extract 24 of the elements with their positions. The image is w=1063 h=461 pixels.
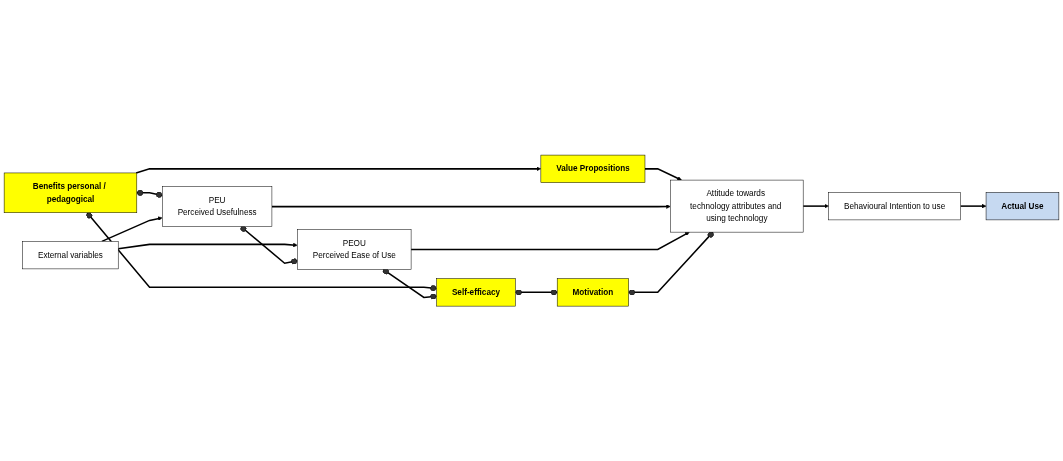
node-box: Actual Use <box>985 191 1060 221</box>
node-box: Behavioural Intention to use <box>828 191 961 221</box>
node-box: Value Propositions <box>540 154 646 183</box>
arrow <box>802 203 829 209</box>
arrow <box>410 231 690 251</box>
connector <box>136 189 164 198</box>
connector <box>86 211 438 292</box>
connector <box>514 289 558 296</box>
node-box: Attitude towards technology attributes and using technology <box>670 179 804 233</box>
connector <box>627 231 714 296</box>
arrow <box>271 204 671 209</box>
arrow <box>959 203 987 209</box>
connector <box>240 225 299 265</box>
arrow <box>117 242 298 250</box>
node-box: PEOU Perceived Ease of Use <box>297 229 412 270</box>
node-box: Self-efficacy <box>436 278 516 307</box>
node-box: Motivation <box>556 278 629 307</box>
node-box: External variables <box>22 240 119 270</box>
connector <box>382 268 438 300</box>
node-box: PEU Perceived Usefulness <box>162 186 273 227</box>
arrow <box>644 168 682 181</box>
arrow <box>135 166 542 174</box>
arrow <box>101 216 163 242</box>
node-box: Benefits personal / pedagogical <box>3 172 138 213</box>
